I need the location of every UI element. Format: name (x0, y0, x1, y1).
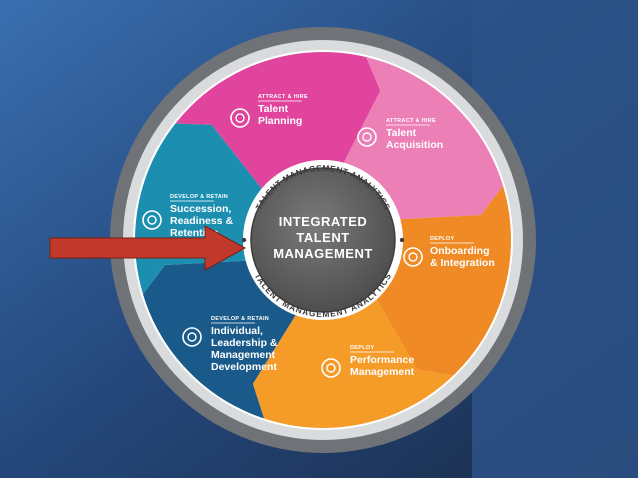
stage-name-line: Readiness & (170, 215, 233, 227)
stage-category: ATTRACT & HIRE (386, 118, 436, 124)
stage-category: DEPLOY (430, 236, 454, 242)
stage-category: DEPLOY (350, 345, 374, 351)
stage-name-line: Talent (258, 103, 289, 115)
network-icon (357, 127, 377, 147)
stage-name-line: Management (211, 349, 276, 361)
sprout-icon (182, 327, 202, 347)
ring-dot-right (399, 237, 405, 243)
ring-dot-left (241, 237, 247, 243)
segment-individual-leadership-management-development (135, 260, 296, 428)
stage-category: DEVELOP & RETAIN (211, 316, 269, 322)
target-icon (230, 108, 250, 128)
stage-name-line: Leadership & (211, 337, 278, 349)
paper-plane-icon (321, 358, 341, 378)
center-line-2: TALENT (296, 230, 349, 245)
stage-name-line: Acquisition (386, 139, 443, 151)
hub (250, 167, 396, 313)
handshake-icon (403, 247, 423, 267)
segment-succession-readiness-retention (135, 122, 262, 316)
stage-name-line: Individual, (211, 325, 263, 337)
stage-name-line: Management (350, 366, 415, 378)
stage-label-4: DEVELOP & RETAIN Individual,Leadership &M… (182, 316, 278, 373)
stage-name-line: Onboarding (430, 245, 490, 257)
stage-category: DEVELOP & RETAIN (170, 194, 228, 200)
stage-name-line: & Integration (430, 257, 495, 269)
stage-category: ATTRACT & HIRE (258, 94, 308, 100)
center-line-1: INTEGRATED (279, 214, 368, 229)
center-title: INTEGRATED TALENT MANAGEMENT (273, 214, 373, 261)
pointer-arrow (49, 225, 247, 271)
stage-name-line: Performance (350, 354, 414, 366)
stage-name-line: Talent (386, 127, 417, 139)
center-line-3: MANAGEMENT (273, 246, 373, 261)
sun-icon (142, 210, 162, 230)
stage-name-line: Succession, (170, 203, 231, 215)
stage-label-2: DEPLOY Onboarding& Integration (403, 236, 495, 269)
segment-talent-acquisition (343, 52, 511, 220)
stage-name-line: Development (211, 361, 277, 373)
stage-name-line: Planning (258, 115, 302, 127)
